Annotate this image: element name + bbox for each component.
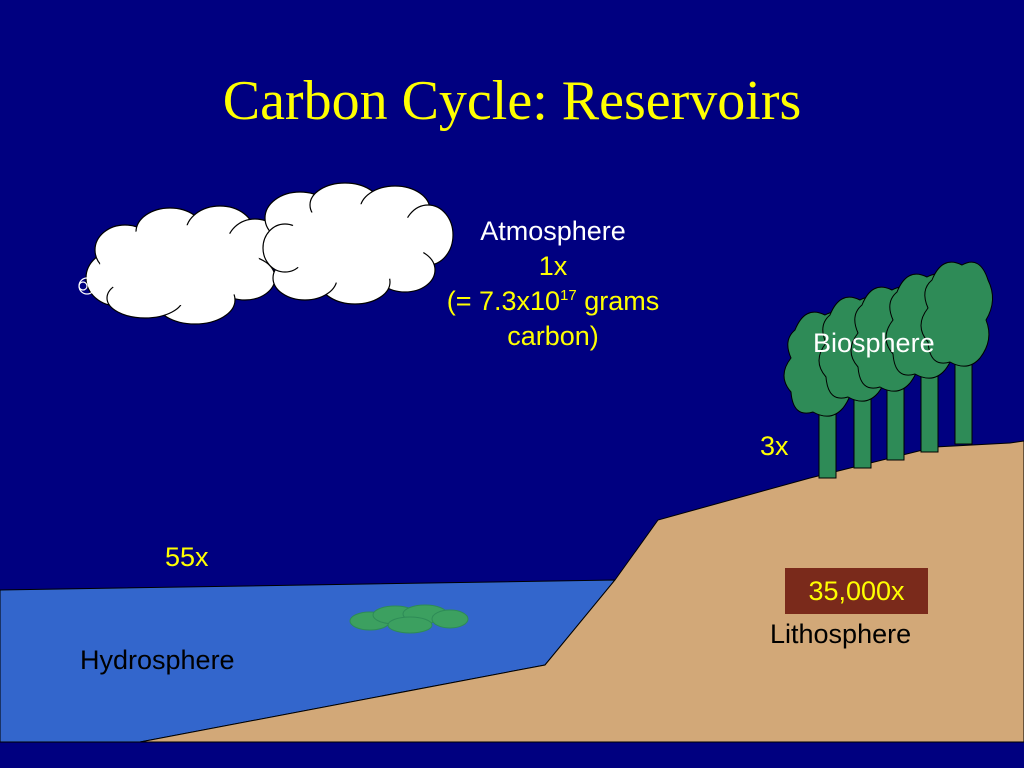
page-title: Carbon Cycle: Reservoirs <box>222 70 802 132</box>
atmosphere-note-exponent: 17 <box>560 287 577 304</box>
atmosphere-multiplier: 1x <box>538 251 568 281</box>
atmosphere-note-prefix: (= 7.3x10 <box>446 286 561 316</box>
atmosphere-label: Atmosphere <box>480 216 626 246</box>
hydrosphere-label: Hydrosphere <box>80 645 235 675</box>
tree-icon <box>920 261 993 445</box>
biosphere-multiplier: 3x <box>760 431 789 461</box>
atmosphere-note-line2: carbon) <box>507 321 599 351</box>
lithosphere-multiplier-badge: 35,000x <box>785 568 928 614</box>
biosphere-label: Biosphere <box>813 328 935 358</box>
cloud-icon <box>262 182 454 305</box>
atmosphere-note: (= 7.3x1017 grams <box>403 284 703 319</box>
cloud-puff-icon <box>78 277 96 295</box>
hydrosphere-multiplier: 55x <box>165 542 209 572</box>
atmosphere-label-block: Atmosphere 1x (= 7.3x1017 grams carbon) <box>403 214 703 354</box>
algae-icon <box>349 604 469 634</box>
bottom-strip <box>0 742 1024 768</box>
cloud-icon <box>85 205 284 325</box>
land-shape <box>139 440 1024 743</box>
atmosphere-note-suffix: grams <box>576 286 660 316</box>
lithosphere-label: Lithosphere <box>770 619 912 649</box>
